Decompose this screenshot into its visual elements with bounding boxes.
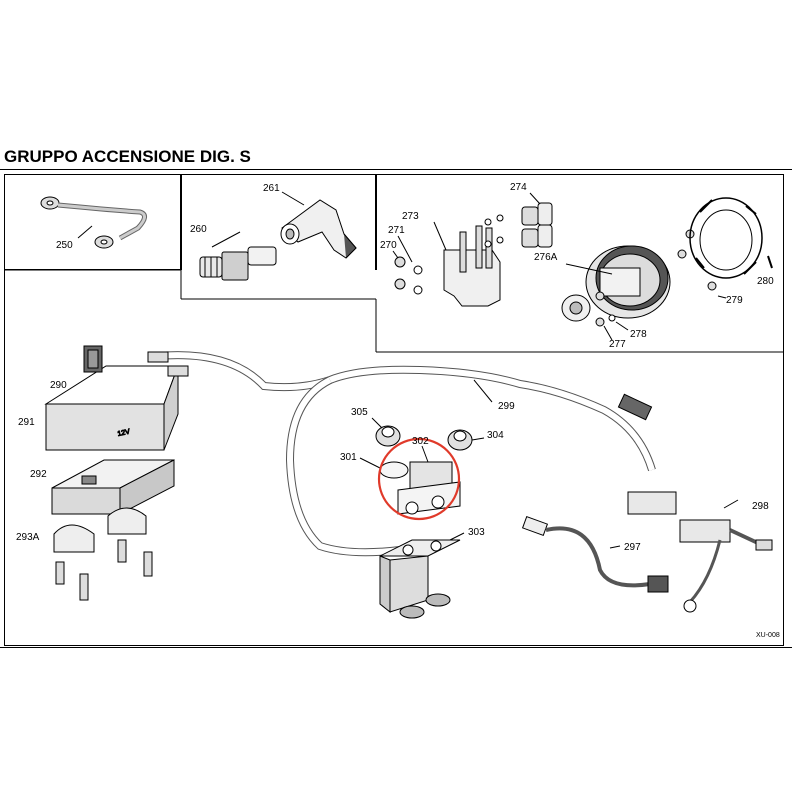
part-label-274: 274 bbox=[510, 182, 527, 193]
diagram-title: GRUPPO ACCENSIONE DIG. S bbox=[4, 147, 251, 166]
part-label-279: 279 bbox=[726, 295, 743, 306]
screws-part-270-271 bbox=[392, 235, 423, 295]
part-label-261: 261 bbox=[263, 183, 280, 194]
part-label-292: 292 bbox=[30, 469, 47, 480]
cover-ring-part-280 bbox=[689, 197, 773, 279]
part-label-305: 305 bbox=[351, 407, 368, 418]
stator-flywheel-part-276a bbox=[561, 245, 671, 322]
coil-caps-part-304-305 bbox=[359, 417, 485, 479]
clamps-part-293a bbox=[53, 507, 153, 601]
part-label-278: 278 bbox=[630, 329, 647, 340]
part-label-290: 290 bbox=[50, 380, 67, 391]
panel-ground-cable bbox=[4, 174, 181, 270]
part-label-299: 299 bbox=[498, 401, 515, 412]
part-label-303: 303 bbox=[468, 527, 485, 538]
connector-part-298 bbox=[627, 491, 773, 613]
cable-part-297 bbox=[521, 515, 669, 593]
highlight-circle bbox=[377, 437, 461, 521]
spark-plug-cap-part-261 bbox=[280, 191, 357, 259]
part-label-301: 301 bbox=[340, 452, 357, 463]
part-label-297: 297 bbox=[624, 542, 641, 553]
bottom-divider bbox=[0, 647, 792, 648]
part-label-298: 298 bbox=[752, 501, 769, 512]
coil-part-302 bbox=[397, 445, 461, 515]
part-label-304: 304 bbox=[487, 430, 504, 441]
title-divider bbox=[0, 169, 792, 170]
ground-cable-part-250 bbox=[40, 196, 147, 249]
battery-part-291: 12V bbox=[44, 345, 179, 451]
part-label-276a: 276A bbox=[534, 252, 558, 263]
part-label-277: 277 bbox=[609, 339, 626, 350]
part-label-293a: 293A bbox=[16, 532, 40, 543]
pickup-part-273 bbox=[433, 221, 501, 307]
screws-part-277-278-279 bbox=[595, 229, 727, 341]
battery-voltage-label: 12V bbox=[117, 428, 131, 438]
part-label-273: 273 bbox=[402, 211, 419, 222]
part-label-271: 271 bbox=[388, 225, 405, 236]
coil-bracket-part-303 bbox=[379, 532, 465, 619]
part-label-260: 260 bbox=[190, 224, 207, 235]
battery-tray-part-292 bbox=[51, 459, 175, 515]
part-label-250: 250 bbox=[56, 240, 73, 251]
part-label-291: 291 bbox=[18, 417, 35, 428]
mounts-part-274 bbox=[484, 192, 553, 248]
spark-plug-part-260 bbox=[199, 231, 277, 281]
part-label-302: 302 bbox=[412, 436, 429, 447]
wiring-harness-part-299 bbox=[147, 351, 656, 557]
part-label-280: 280 bbox=[757, 276, 774, 287]
part-label-270: 270 bbox=[380, 240, 397, 251]
drawing-reference: XU-008 bbox=[756, 632, 780, 639]
